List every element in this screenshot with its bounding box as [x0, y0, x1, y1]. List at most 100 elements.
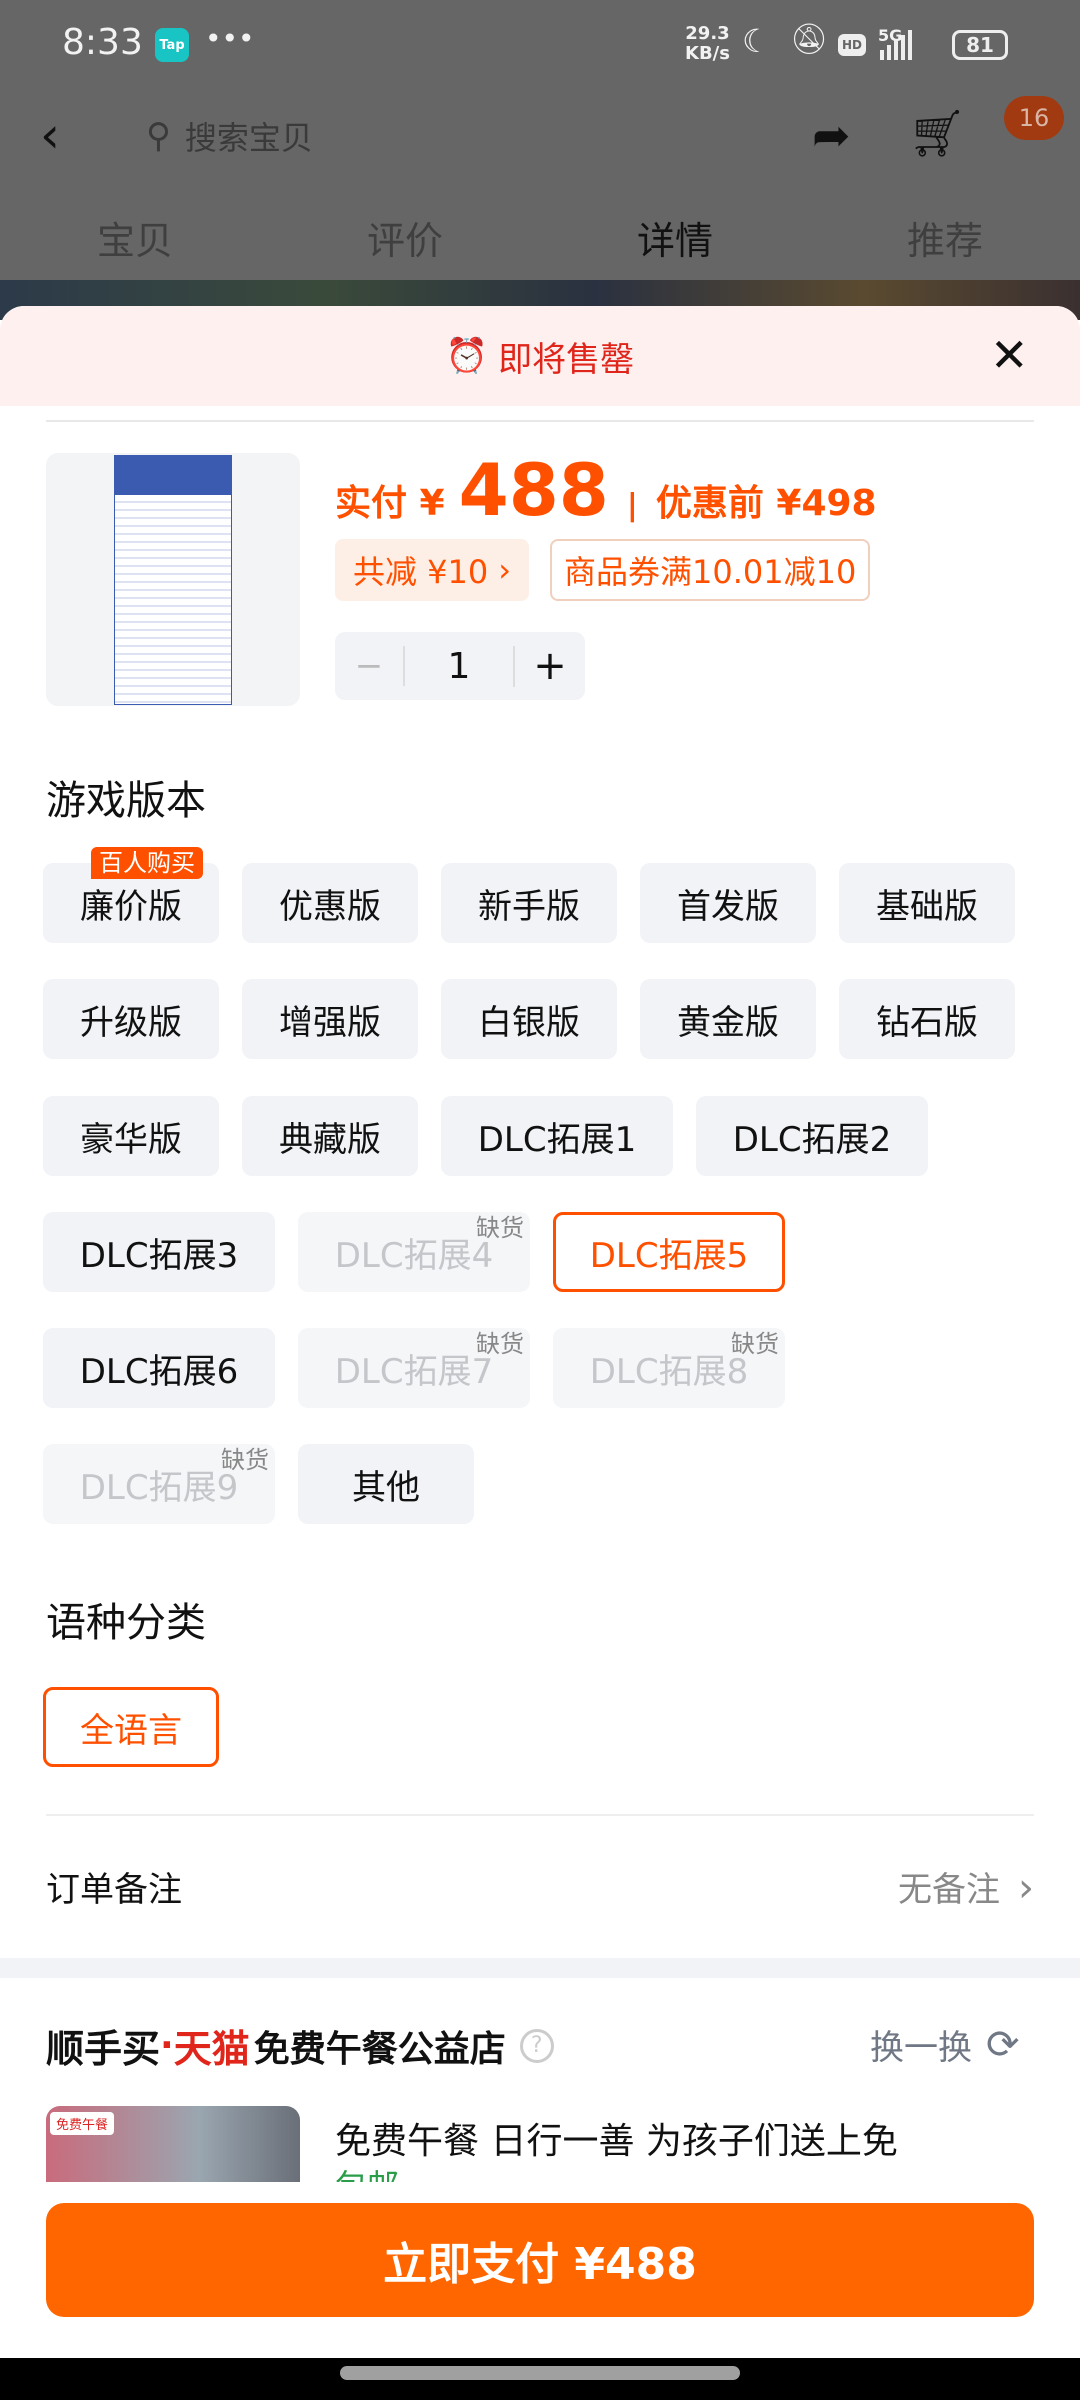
original-price: 优惠前 ¥498 — [655, 483, 877, 524]
version-option[interactable]: 廉价版 百人购买 — [43, 847, 219, 943]
version-option[interactable]: 首发版 — [640, 863, 816, 943]
divider — [46, 1814, 1034, 1816]
sheet-title: 即将售罄 — [498, 339, 635, 380]
decrease-button[interactable]: − — [335, 646, 405, 686]
chevron-right-icon: › — [1018, 1864, 1034, 1911]
out-of-stock-badge: 缺货 — [476, 1330, 524, 1358]
out-of-stock-badge: 缺货 — [221, 1446, 269, 1474]
coupon-tag: 商品券满10.01减10 — [550, 539, 871, 601]
version-option-label: DLC拓展6 — [79, 1351, 239, 1392]
search-placeholder: 搜索宝贝 — [184, 119, 313, 157]
version-option-label: DLC拓展1 — [477, 1119, 637, 1160]
version-option-label: DLC拓展2 — [732, 1119, 892, 1160]
version-option-label: 升级版 — [80, 1002, 182, 1043]
version-option-label: DLC拓展4 — [334, 1235, 494, 1276]
tab-recommend[interactable]: 推荐 — [906, 219, 983, 263]
version-option[interactable]: 白银版 — [441, 979, 617, 1059]
chevron-right-icon: › — [498, 551, 512, 589]
popular-badge: 百人购买 — [91, 847, 203, 879]
version-option-label: 豪华版 — [80, 1119, 182, 1160]
sku-bottom-sheet: ⏰ 即将售罄 ✕ 实付 ¥ 488 | 优惠前 ¥498 共减 ¥10› 商品券… — [0, 306, 1080, 2400]
version-option-label: DLC拓展8 — [589, 1351, 749, 1392]
language-option[interactable]: 全语言 — [43, 1687, 219, 1767]
version-option[interactable]: DLC拓展5 — [553, 1212, 785, 1292]
bell-off-icon: 🔕︎ — [790, 22, 829, 57]
total-discount-button[interactable]: 共减 ¥10› — [335, 539, 530, 601]
total-discount: 共减 ¥10 — [353, 553, 489, 591]
order-remark-row[interactable]: 订单备注 无备注› — [46, 1856, 1034, 1916]
divider — [46, 420, 1034, 422]
version-option[interactable]: 其他 — [298, 1444, 474, 1524]
version-option[interactable]: 新手版 — [441, 863, 617, 943]
version-option[interactable]: DLC拓展1 — [441, 1096, 673, 1176]
price-separator: | — [626, 488, 638, 523]
tap-app-icon: Tap — [155, 28, 189, 62]
shunshoumai-logo: 顺手买 — [46, 2027, 161, 2071]
moon-icon: ☾ — [742, 22, 771, 60]
product-thumbnail — [114, 454, 232, 705]
tab-details[interactable]: 详情 — [636, 219, 713, 263]
help-icon[interactable]: ? — [519, 2028, 554, 2063]
quantity-input[interactable]: 1 — [405, 645, 515, 687]
status-time: 8:33 — [62, 22, 143, 63]
version-option-label: DLC拓展3 — [79, 1235, 239, 1276]
version-option[interactable]: DLC拓展6 — [43, 1328, 275, 1408]
recommend-header: 顺手买 · 天猫 免费午餐公益店 ? — [46, 2018, 554, 2073]
recommend-item-image[interactable]: 免费午餐 — [46, 2106, 300, 2182]
pay-now-button[interactable]: 立即支付 ¥488 — [46, 2203, 1034, 2317]
version-option[interactable]: 钻石版 — [839, 979, 1015, 1059]
out-of-stock-badge: 缺货 — [476, 1214, 524, 1242]
version-option[interactable]: DLC拓展2 — [696, 1096, 928, 1176]
version-option[interactable]: 典藏版 — [242, 1096, 418, 1176]
home-indicator[interactable] — [340, 2366, 740, 2380]
version-option[interactable]: 增强版 — [242, 979, 418, 1059]
version-option-label: DLC拓展7 — [334, 1351, 494, 1392]
paid-label: 实付 ¥ — [335, 483, 445, 524]
recommend-item-title[interactable]: 免费午餐 日行一善 为孩子们送上免 — [335, 2121, 898, 2162]
version-option-label: 增强版 — [279, 1002, 381, 1043]
version-option-label: 新手版 — [478, 886, 580, 927]
version-option[interactable]: 升级版 — [43, 979, 219, 1059]
net-speed-unit: KB/s — [685, 43, 730, 64]
version-option-label: 廉价版 — [80, 886, 182, 927]
tab-reviews[interactable]: 评价 — [366, 219, 443, 263]
more-notifications-icon: ••• — [205, 22, 255, 55]
version-option[interactable]: DLC拓展3 — [43, 1212, 275, 1292]
version-option-label: DLC拓展5 — [589, 1235, 749, 1276]
search-input[interactable]: ⚲ 搜索宝贝 — [130, 100, 770, 172]
version-option[interactable]: 黄金版 — [640, 979, 816, 1059]
remark-value: 无备注 — [898, 1869, 1000, 1910]
refresh-button[interactable]: 换一换 ⟳ — [870, 2020, 1020, 2069]
version-option[interactable]: 基础版 — [839, 863, 1015, 943]
cart-button[interactable]: 🛒︎ — [908, 106, 967, 160]
refresh-label: 换一换 — [870, 2028, 972, 2068]
version-title: 游戏版本 — [46, 778, 206, 824]
back-button[interactable]: ‹ — [40, 106, 60, 164]
price-row: 实付 ¥ 488 | 优惠前 ¥498 — [335, 448, 877, 532]
store-name: 免费午餐公益店 — [253, 2028, 506, 2070]
language-title: 语种分类 — [46, 1600, 206, 1646]
version-option-label: DLC拓展9 — [79, 1467, 239, 1508]
system-nav-bar — [0, 2358, 1080, 2400]
version-option-label: 首发版 — [677, 886, 779, 927]
version-option-label: 白银版 — [478, 1002, 580, 1043]
section-separator — [0, 1958, 1080, 1978]
increase-button[interactable]: + — [533, 643, 567, 689]
refresh-icon: ⟳ — [986, 2021, 1020, 2068]
out-of-stock-badge: 缺货 — [731, 1330, 779, 1358]
version-option[interactable]: 豪华版 — [43, 1096, 219, 1176]
version-option-label: 钻石版 — [876, 1002, 978, 1043]
product-image[interactable] — [46, 453, 300, 706]
hd-icon: HD — [838, 34, 866, 56]
tab-baobei[interactable]: 宝贝 — [96, 219, 173, 263]
search-icon: ⚲ — [146, 116, 171, 156]
share-button[interactable]: ➦ — [812, 108, 851, 162]
version-option-label: 黄金版 — [677, 1002, 779, 1043]
version-option[interactable]: 优惠版 — [242, 863, 418, 943]
close-button[interactable]: ✕ — [990, 328, 1029, 382]
